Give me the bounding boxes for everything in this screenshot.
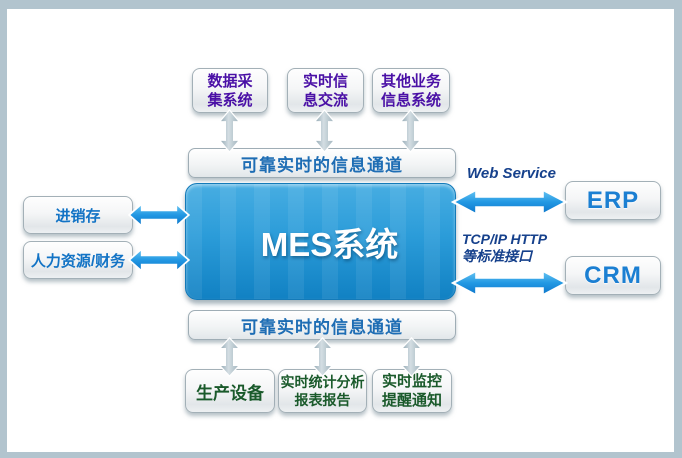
node-label: 进销存 bbox=[55, 207, 101, 225]
web-service-label: Web Service bbox=[467, 165, 556, 182]
node-realtime-info-exchange: 实时信 息交流 bbox=[287, 68, 364, 113]
node-data-collection-system: 数据采 集系统 bbox=[192, 68, 268, 113]
diagram-canvas: 数据采 集系统 实时信 息交流 其他业务 信息系统 可靠实时的信息通道 MES系… bbox=[7, 9, 674, 452]
mes-system-box: MES系统 bbox=[185, 183, 456, 300]
left-right-arrow-icon bbox=[451, 186, 568, 218]
node-other-business-systems: 其他业务 信息系统 bbox=[372, 68, 450, 113]
mes-label: MES系统 bbox=[260, 225, 399, 263]
bottom-channel-bar: 可靠实时的信息通道 bbox=[188, 310, 456, 340]
node-crm: CRM bbox=[565, 256, 661, 295]
up-down-arrow-icon bbox=[218, 337, 241, 377]
up-down-arrow-icon bbox=[399, 109, 422, 153]
up-down-arrow-icon bbox=[218, 109, 241, 153]
up-down-arrow-icon bbox=[311, 337, 334, 377]
node-production-equipment: 生产设备 bbox=[185, 369, 275, 413]
node-label: ERP bbox=[586, 186, 640, 214]
node-hr-finance-system: 人力资源/财务 bbox=[23, 241, 133, 279]
node-inventory-system: 进销存 bbox=[23, 196, 133, 234]
node-label: 生产设备 bbox=[196, 383, 264, 403]
up-down-arrow-icon bbox=[400, 337, 423, 377]
up-down-arrow-icon bbox=[313, 109, 336, 153]
left-right-arrow-icon bbox=[128, 201, 190, 229]
left-right-arrow-icon bbox=[128, 246, 190, 274]
top-channel-bar: 可靠实时的信息通道 bbox=[188, 148, 456, 178]
node-label: CRM bbox=[584, 261, 642, 289]
node-label: 实时监控 提醒通知 bbox=[381, 373, 442, 409]
node-label: 数据采 集系统 bbox=[207, 72, 253, 109]
node-label: 其他业务 信息系统 bbox=[380, 72, 441, 109]
node-erp: ERP bbox=[565, 181, 661, 220]
left-right-arrow-icon bbox=[451, 267, 568, 299]
channel-label: 可靠实时的信息通道 bbox=[241, 155, 403, 175]
node-label: 实时信 息交流 bbox=[302, 72, 348, 109]
node-label: 人力资源/财务 bbox=[30, 252, 126, 270]
channel-label: 可靠实时的信息通道 bbox=[241, 317, 403, 337]
node-label: 实时统计分析 报表报告 bbox=[280, 374, 365, 408]
tcpip-http-label: TCP/IP HTTP 等标准接口 bbox=[462, 231, 548, 264]
